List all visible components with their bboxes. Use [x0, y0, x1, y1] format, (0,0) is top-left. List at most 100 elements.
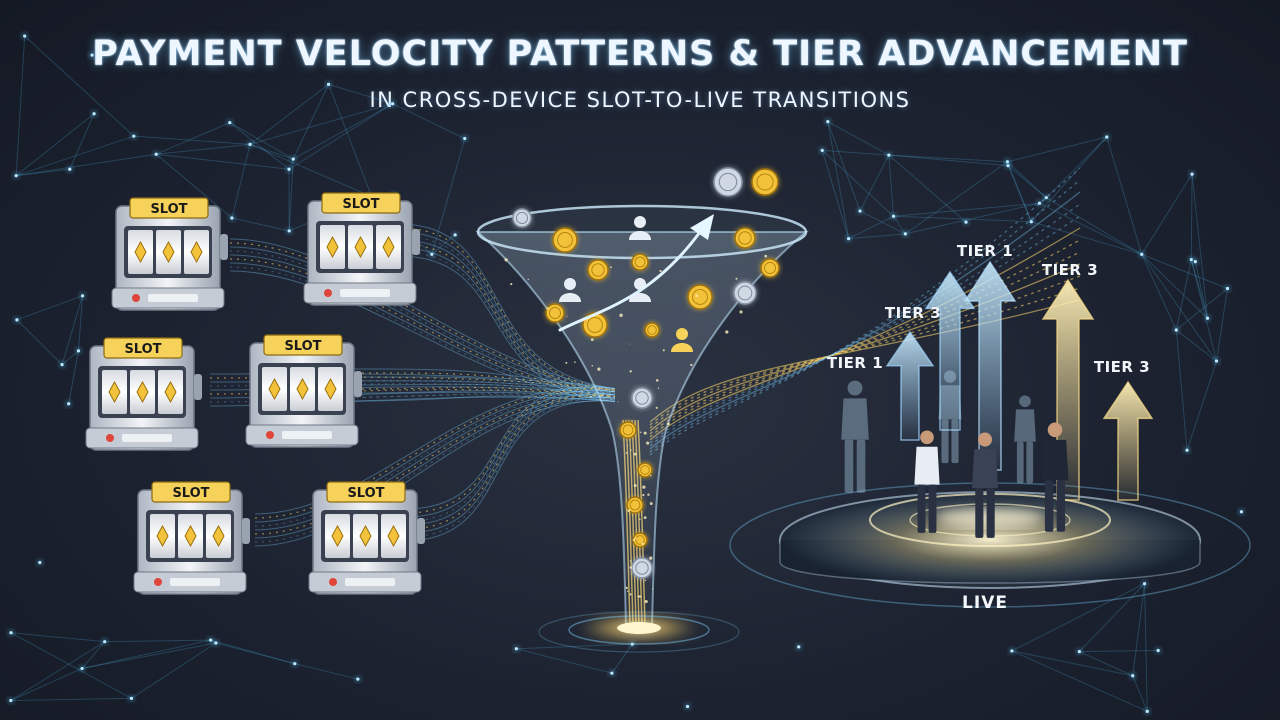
coin-icon	[687, 284, 713, 310]
flow-stream	[254, 398, 616, 543]
network-link	[10, 641, 105, 701]
network-link	[822, 149, 889, 156]
network-link	[431, 138, 466, 255]
network-link	[1011, 583, 1145, 652]
network-link	[77, 295, 84, 351]
coin-icon	[734, 227, 756, 249]
sparkle	[546, 307, 549, 310]
network-node	[1037, 201, 1042, 205]
sparkle	[510, 283, 513, 286]
sparkle	[644, 599, 648, 604]
slot-symbol-icon	[324, 377, 337, 401]
network-node	[1077, 650, 1081, 654]
network-link	[1175, 329, 1188, 451]
sparkle	[629, 370, 632, 373]
sparkle	[667, 422, 670, 426]
network-link	[16, 319, 63, 365]
network-node	[90, 53, 94, 57]
slot-symbol-icon	[354, 235, 367, 259]
page-title: PAYMENT VELOCITY PATTERNS & TIER ADVANCE…	[92, 34, 1188, 74]
network-node	[14, 174, 18, 178]
network-node	[103, 640, 107, 644]
network-node	[887, 153, 891, 157]
network-node	[15, 318, 19, 322]
network-link	[293, 103, 393, 160]
network-node	[248, 142, 252, 146]
network-link	[1141, 254, 1177, 331]
network-link	[1190, 259, 1217, 362]
slot-symbol-icon	[156, 524, 169, 548]
sparkle	[617, 401, 619, 403]
network-link	[292, 84, 329, 160]
slot-symbol-icon	[136, 380, 149, 404]
tier-arrow: TIER 1	[827, 330, 935, 441]
sparkle	[725, 330, 729, 334]
sparkle	[626, 445, 629, 447]
funnel-coins-and-users	[504, 166, 781, 604]
slot-label: SLOT	[284, 339, 321, 354]
network-link	[848, 215, 894, 240]
flow-stream	[254, 393, 616, 531]
network-link	[1141, 254, 1217, 362]
flow-stream	[229, 258, 616, 398]
network-link	[1079, 649, 1159, 653]
coin-icon	[751, 168, 779, 196]
network-background	[6, 32, 1246, 716]
network-link	[231, 217, 290, 232]
player-figure	[1041, 422, 1069, 532]
network-node	[1044, 196, 1048, 200]
tier-label: TIER 1	[957, 242, 1013, 260]
slot-symbol-icon	[162, 240, 175, 264]
sparkle	[637, 595, 639, 598]
flow-stream	[229, 246, 616, 393]
slot-symbol-icon	[134, 240, 147, 264]
sparkle	[655, 406, 658, 409]
network-link	[859, 210, 906, 235]
network-node	[1156, 648, 1160, 653]
network-link	[1007, 165, 1047, 199]
network-node	[209, 638, 213, 642]
network-node	[463, 136, 467, 141]
network-link	[16, 135, 134, 177]
user-icon	[559, 278, 581, 302]
flow-stream	[404, 398, 616, 538]
slot-label: SLOT	[342, 197, 379, 212]
network-link	[1186, 360, 1217, 451]
network-node	[356, 677, 360, 681]
network-node	[291, 157, 295, 161]
network-node	[80, 294, 85, 298]
network-link	[1190, 174, 1193, 260]
sparkle	[591, 365, 594, 367]
network-link	[1141, 173, 1193, 255]
slot-machine: SLOT	[111, 197, 228, 311]
network-node	[630, 642, 634, 646]
slot-symbol-icon	[326, 235, 339, 259]
network-link	[888, 154, 1009, 167]
page-subtitle: IN CROSS-DEVICE SLOT-TO-LIVE TRANSITIONS	[369, 88, 911, 112]
coin-icon	[552, 227, 578, 253]
network-link	[215, 642, 295, 665]
flow-stream	[404, 400, 616, 542]
network-link	[827, 121, 850, 239]
network-link	[328, 83, 393, 105]
network-link	[905, 202, 1040, 235]
conversion-funnel	[475, 204, 809, 653]
network-node	[826, 120, 830, 124]
flow-stream	[229, 262, 616, 399]
network-link	[611, 643, 633, 674]
flow-stream	[404, 389, 616, 518]
sparkle	[625, 452, 628, 454]
sparkle	[628, 472, 630, 474]
flow-stream	[397, 247, 616, 399]
network-link	[821, 150, 850, 239]
network-link	[1106, 136, 1143, 255]
network-link	[328, 84, 372, 197]
tier-arrow: TIER 3	[1041, 261, 1098, 501]
network-node	[1140, 252, 1144, 256]
network-link	[288, 103, 393, 170]
slot-button-icon	[324, 289, 332, 297]
network-link	[10, 667, 83, 701]
sparkle	[629, 566, 633, 569]
